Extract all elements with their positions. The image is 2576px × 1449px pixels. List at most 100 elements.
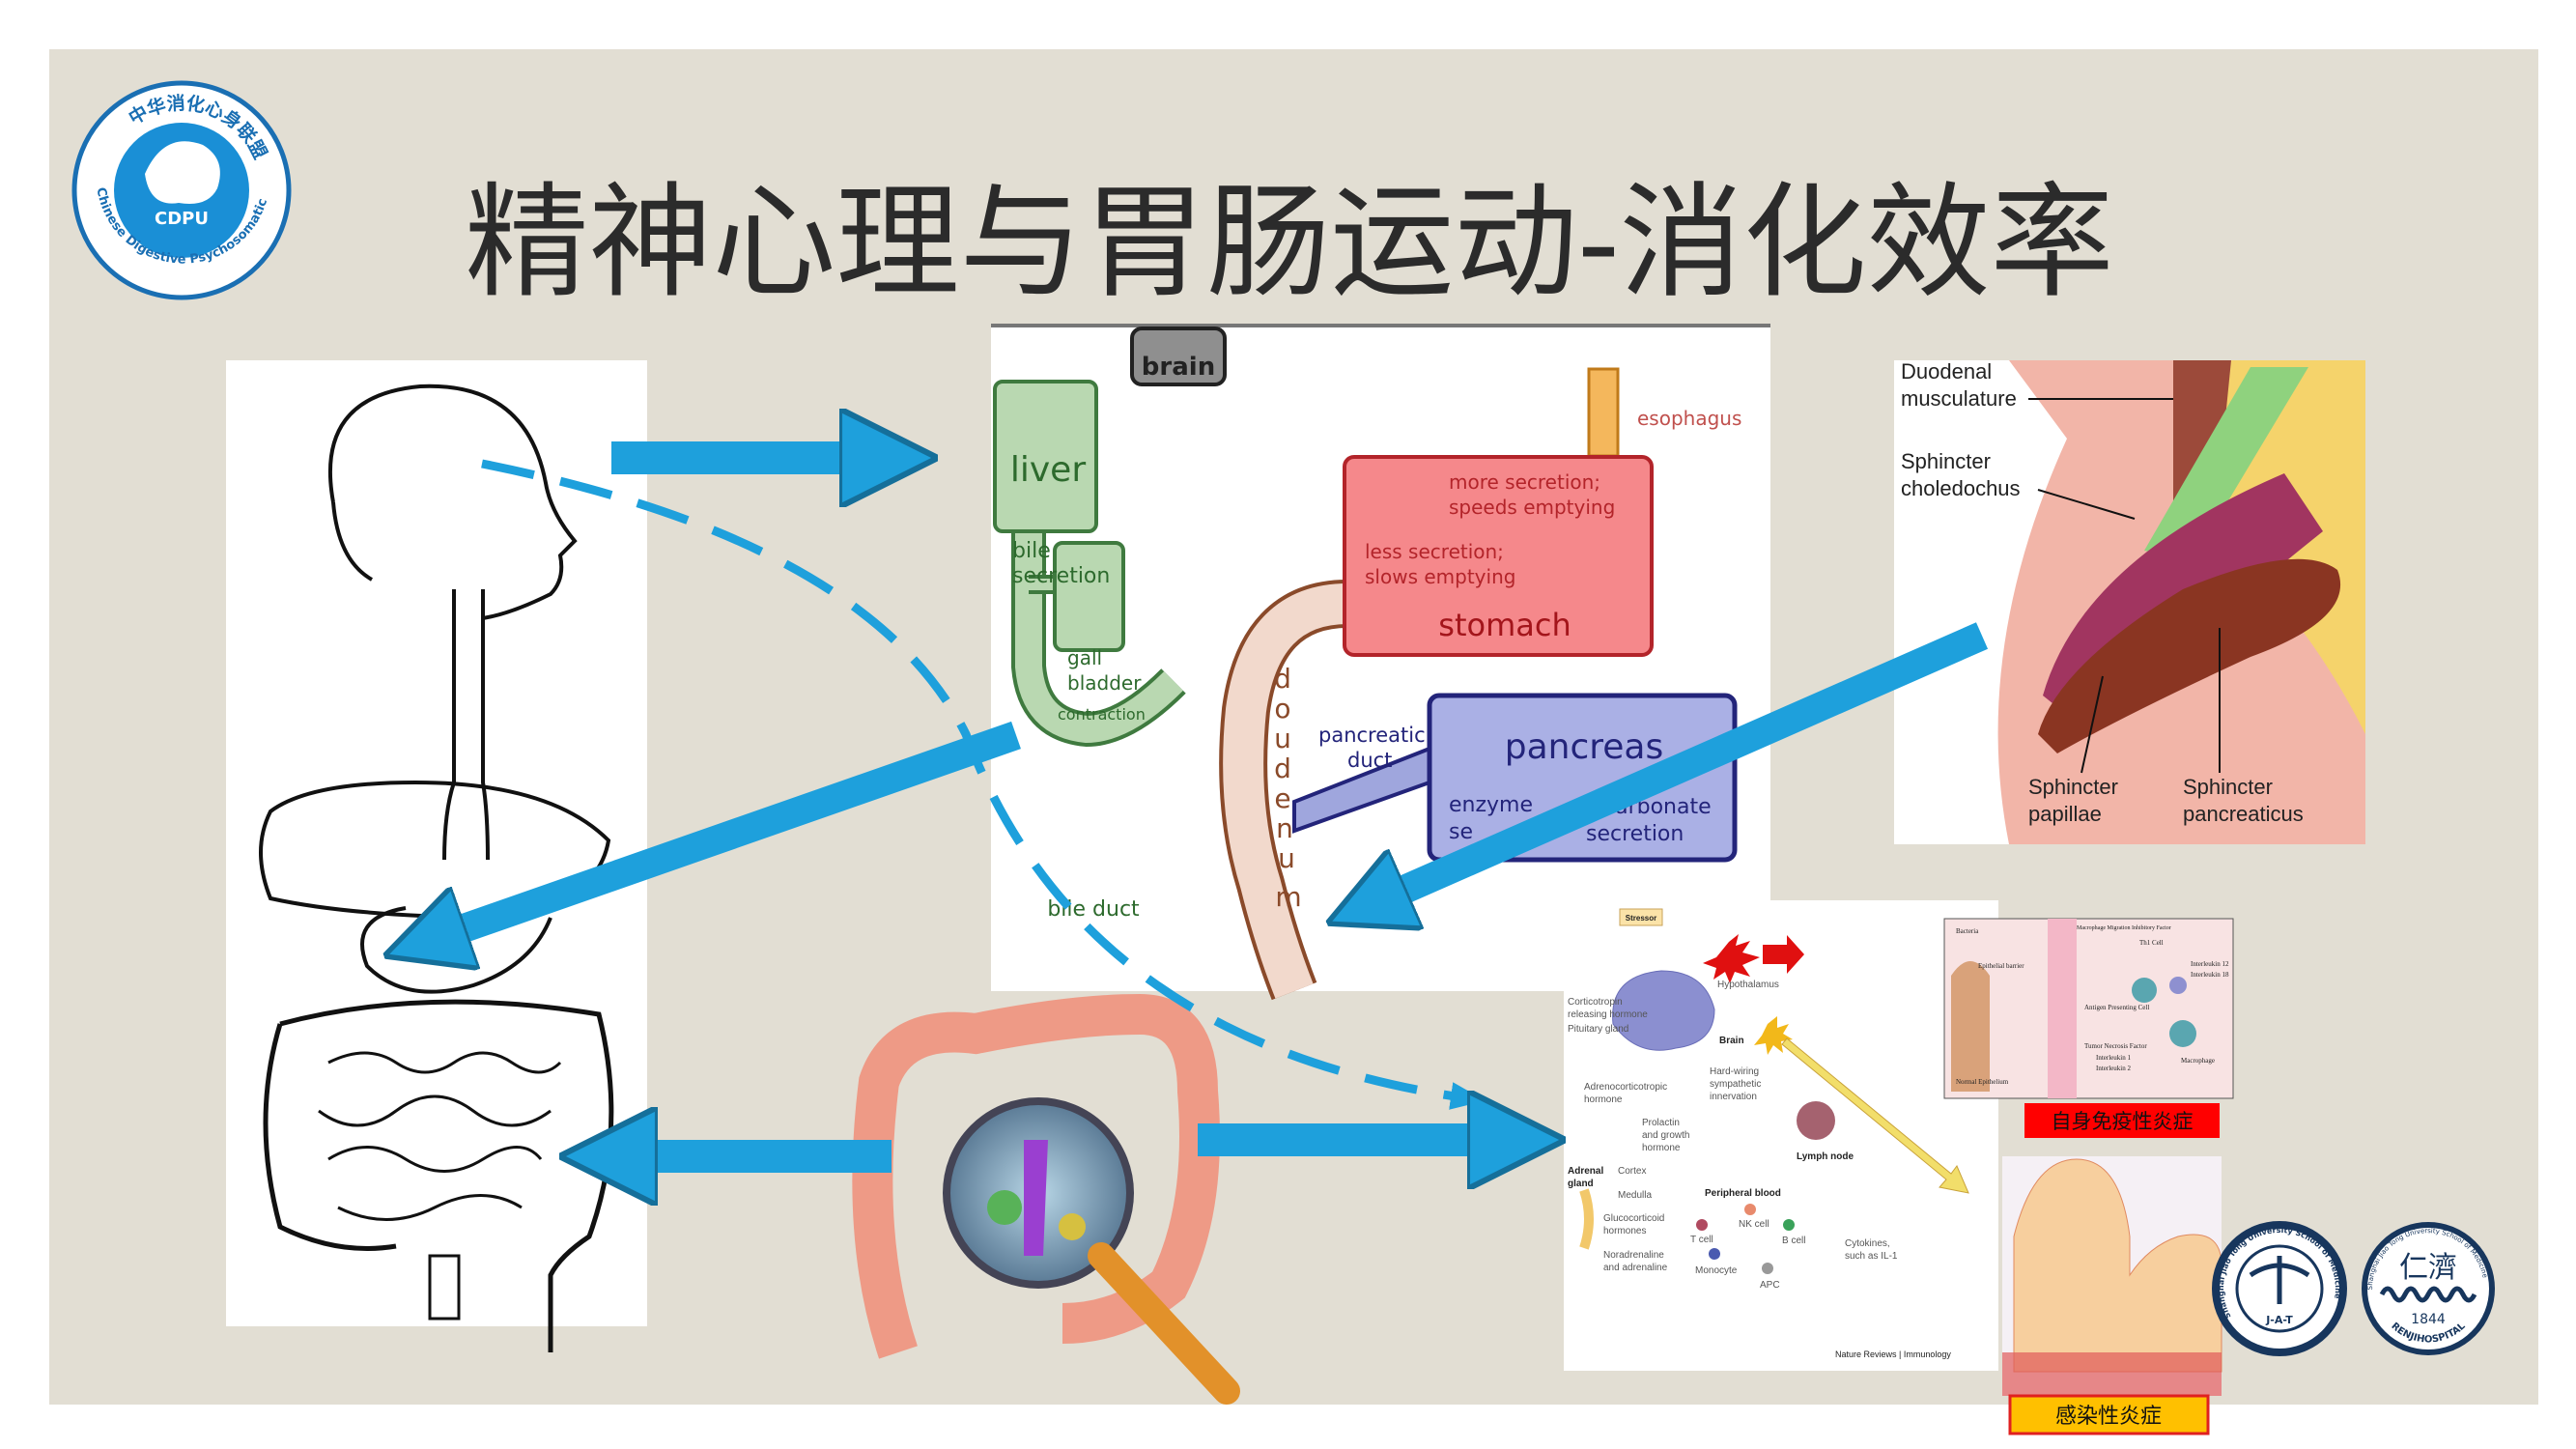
duodenal-musculature-label: musculature [1901,386,2017,411]
autoimmune-caption-box [2024,1103,2220,1138]
label-epithelial-barrier: Epithelial barrier [1978,962,2024,970]
sphincter-papillae-label: Sphincter [2028,775,2118,799]
hardwiring-label: innervation [1710,1092,1757,1102]
noradrenaline-label: and adrenaline [1603,1263,1668,1273]
label-normal-epithelium: Normal Epithelium [1956,1078,2009,1086]
infection-caption: 感染性炎症 [2055,1405,2162,1429]
crh-label: releasing hormone [1568,1009,1648,1020]
enzyme-secretion-label: se [1449,820,1473,844]
page-title: 精神心理与胃肠运动-消化效率 [465,171,2113,315]
label-tnf: Tumor Necrosis Factor [2084,1042,2147,1050]
adrenal-label: gland [1568,1179,1594,1189]
more-secretion-label: speeds emptying [1449,496,1615,519]
cytokines-label: such as IL-1 [1845,1251,1898,1262]
adrenal-label: Adrenal [1568,1166,1603,1177]
infection-caption-box [2008,1394,2210,1435]
svg-text:d: d [1274,663,1291,695]
t-cell-label: T cell [1690,1235,1713,1245]
brain-label: brain [1142,353,1215,382]
label-apc: Antigen Presenting Cell [2084,1004,2149,1011]
cdpu-abbr: CDPU [155,209,209,229]
cdpu-logo: CDPU 中华消化心身联盟 Chinese Digestive Psychoso… [0,0,292,300]
acth-label: Adrenocorticotropic [1584,1082,1667,1093]
svg-text:e: e [1274,782,1290,814]
renji-center-text: 仁濟 [2399,1251,2457,1285]
renji-year: 1844 [2411,1312,2446,1327]
svg-text:o: o [1274,693,1290,724]
glucocorticoid-label: hormones [1603,1226,1646,1236]
prolactin-label: and growth [1642,1130,1689,1141]
cortex-label: Cortex [1618,1166,1646,1177]
crh-label: Corticotropin [1568,997,1623,1008]
autoimmune-inflammation-illustration: Bacteria Epithelial barrier Antigen Pres… [1943,918,2234,1138]
peripheral-blood-label: Peripheral blood [1705,1188,1781,1199]
svg-text:d: d [1274,753,1291,784]
credit-label: Nature Reviews | Immunology [1835,1350,1951,1359]
prolactin-label: Prolactin [1642,1118,1680,1128]
less-secretion-label: slows emptying [1365,565,1515,588]
medulla-label: Medulla [1618,1190,1652,1201]
label-il12: Interleukin 12 [2191,960,2229,968]
gall-bladder-label: gall [1067,646,1102,669]
svg-text:u: u [1274,723,1291,754]
pancreatic-duct-label: duct [1347,749,1392,772]
pancreas-box [1427,693,1738,863]
gallbladder-box [1053,541,1125,652]
duodenum-label: d o u d e n u m [1274,663,1302,913]
flow-arrows [425,458,1989,1156]
autoimmune-caption: 自身免疫性炎症 [2052,1110,2194,1133]
b-cell-label: B cell [1782,1236,1805,1246]
label-mif: Macrophage Migration Inhibitory Factor [2077,925,2171,931]
apc-label: APC [1760,1280,1780,1291]
label-th1: Th1 Cell [2139,939,2164,947]
sphincter-anatomy-illustration: Duodenal musculature Sphincter choledoch… [1894,359,2365,844]
stomach-label: stomach [1438,607,1571,643]
arrow-diagram-to-stomach [425,721,1021,942]
digestive-tract-illustration [226,360,647,1352]
duodenal-musculature-label: Duodenal [1901,359,1992,384]
pancreas-label: pancreas [1505,727,1664,767]
bile-secretion-label: bile [1012,539,1051,563]
hardwiring-label: sympathetic [1710,1079,1761,1090]
gall-bladder-label: bladder [1067,671,1142,695]
nk-cell-label: NK cell [1739,1219,1769,1230]
svg-text:m: m [1275,881,1301,913]
sjtu-center-text: J-A-T [2265,1314,2293,1326]
stress-immune-axis-diagram: Stressor Hypothalamus Corticotropin rele… [1564,900,1998,1371]
gut-microbiota-magnifier-illustration [852,993,1240,1405]
prolactin-label: hormone [1642,1143,1681,1153]
enzyme-secretion-label: enzyme [1449,793,1533,817]
arrow-sphincter-to-duodenum [1367,622,1989,906]
sjtu-medicine-logo: Shanghai Jiao Tong University School of … [2212,1221,2347,1356]
sphincter-choledochus-label: choledochus [1901,476,2021,500]
label-macrophage: Macrophage [2181,1057,2215,1065]
lymph-node-label: Lymph node [1797,1151,1854,1162]
hardwiring-label: Hard-wiring [1710,1066,1759,1077]
sphincter-pancreaticus-label: pancreaticus [2183,802,2304,826]
label-il1: Interleukin 1 [2096,1054,2131,1062]
label-bacteria: Bacteria [1956,927,1979,935]
stressor-label: Stressor [1626,914,1656,923]
svg-text:n: n [1276,812,1293,844]
brain-label: Brain [1719,1036,1744,1046]
liver-box [993,380,1098,533]
sphincter-papillae-label: papillae [2028,802,2102,826]
bile-secretion-label: secretion [1012,564,1110,588]
sphincter-choledochus-label: Sphincter [1901,449,1991,473]
label-il2: Interleukin 2 [2096,1065,2131,1072]
bicarbonate-secretion-label: secretion [1586,822,1684,846]
sphincter-pancreaticus-label: Sphincter [2183,775,2273,799]
less-secretion-label: less secretion; [1365,540,1504,563]
noradrenaline-label: Noradrenaline [1603,1250,1664,1261]
acth-label: hormone [1584,1094,1623,1105]
monocyte-label: Monocyte [1695,1265,1738,1276]
svg-text:u: u [1278,842,1295,874]
contraction-label: contraction [1058,705,1146,724]
more-secretion-label: more secretion; [1449,470,1600,494]
hypothalamus-label: Hypothalamus [1717,980,1779,990]
cytokines-label: Cytokines, [1845,1238,1890,1249]
glucocorticoid-label: Glucocorticoid [1603,1213,1664,1224]
pituitary-label: Pituitary gland [1568,1024,1628,1035]
stomach-box [1343,455,1654,657]
